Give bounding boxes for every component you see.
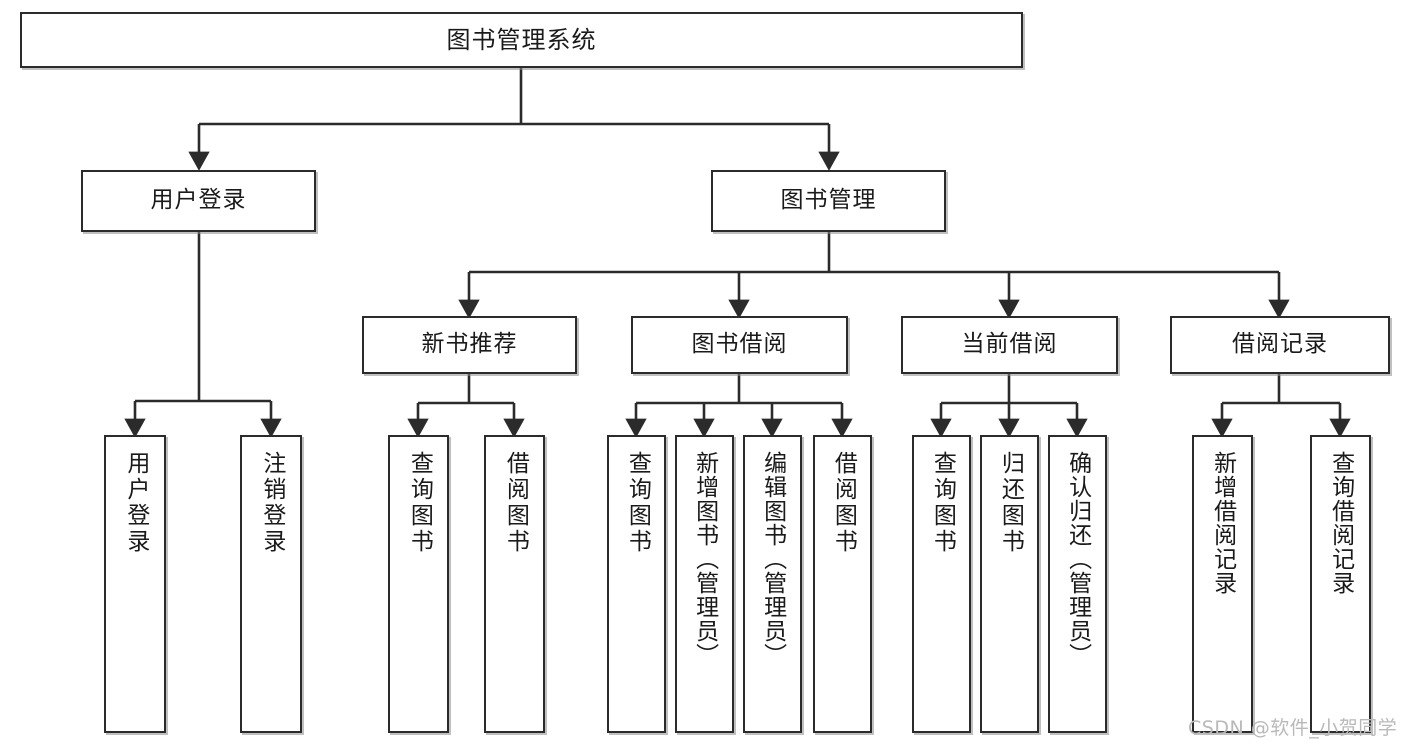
node-label: 注销登录 (258, 451, 285, 555)
leaf-user-login[interactable]: 用户登录 (104, 435, 166, 733)
leaf-borrow-book[interactable]: 借阅图书 (813, 435, 872, 733)
node-label: 用户登录 (122, 451, 149, 555)
node-book-borrow[interactable]: 图书借阅 (631, 316, 848, 374)
leaf-query-book-borrow[interactable]: 查询图书 (607, 435, 666, 733)
leaf-edit-book-admin[interactable]: 编辑图书（管理员） (743, 435, 802, 733)
leaf-add-borrow-record[interactable]: 新增借阅记录 (1192, 435, 1253, 733)
node-label: 当前借阅 (961, 331, 1058, 358)
node-label: 新增图书（管理员） (691, 451, 718, 667)
node-label: 图书管理系统 (446, 25, 597, 54)
node-label: 归还图书 (997, 451, 1024, 555)
node-current-borrow[interactable]: 当前借阅 (901, 316, 1118, 374)
leaf-add-book-admin[interactable]: 新增图书（管理员） (675, 435, 734, 733)
node-label: 借阅图书 (502, 451, 529, 555)
node-label: 确认归还（管理员） (1064, 451, 1091, 667)
leaf-query-book-current[interactable]: 查询图书 (912, 435, 971, 733)
node-label: 借阅图书 (830, 451, 857, 555)
node-label: 新增借阅记录 (1209, 451, 1236, 595)
node-label: 查询图书 (624, 451, 651, 555)
leaf-logout[interactable]: 注销登录 (240, 435, 302, 733)
node-label: 图书管理 (780, 187, 877, 214)
node-book-management[interactable]: 图书管理 (711, 170, 946, 232)
leaf-borrow-book-recommend[interactable]: 借阅图书 (484, 435, 545, 733)
node-borrow-record[interactable]: 借阅记录 (1170, 316, 1390, 374)
node-label: 用户登录 (150, 187, 247, 214)
node-label: 新书推荐 (421, 331, 518, 358)
leaf-query-borrow-record[interactable]: 查询借阅记录 (1310, 435, 1371, 733)
node-label: 查询图书 (929, 451, 956, 555)
node-label: 借阅记录 (1232, 331, 1328, 358)
node-label: 查询借阅记录 (1327, 451, 1354, 595)
leaf-query-book-recommend[interactable]: 查询图书 (388, 435, 449, 733)
node-user-login[interactable]: 用户登录 (81, 170, 316, 232)
leaf-return-book[interactable]: 归还图书 (980, 435, 1039, 733)
node-root-system[interactable]: 图书管理系统 (20, 12, 1023, 68)
node-label: 查询图书 (406, 451, 433, 555)
node-new-book-recommend[interactable]: 新书推荐 (362, 316, 577, 374)
node-label: 编辑图书（管理员） (759, 451, 786, 667)
leaf-confirm-return-admin[interactable]: 确认归还（管理员） (1048, 435, 1107, 733)
node-label: 图书借阅 (691, 331, 788, 358)
